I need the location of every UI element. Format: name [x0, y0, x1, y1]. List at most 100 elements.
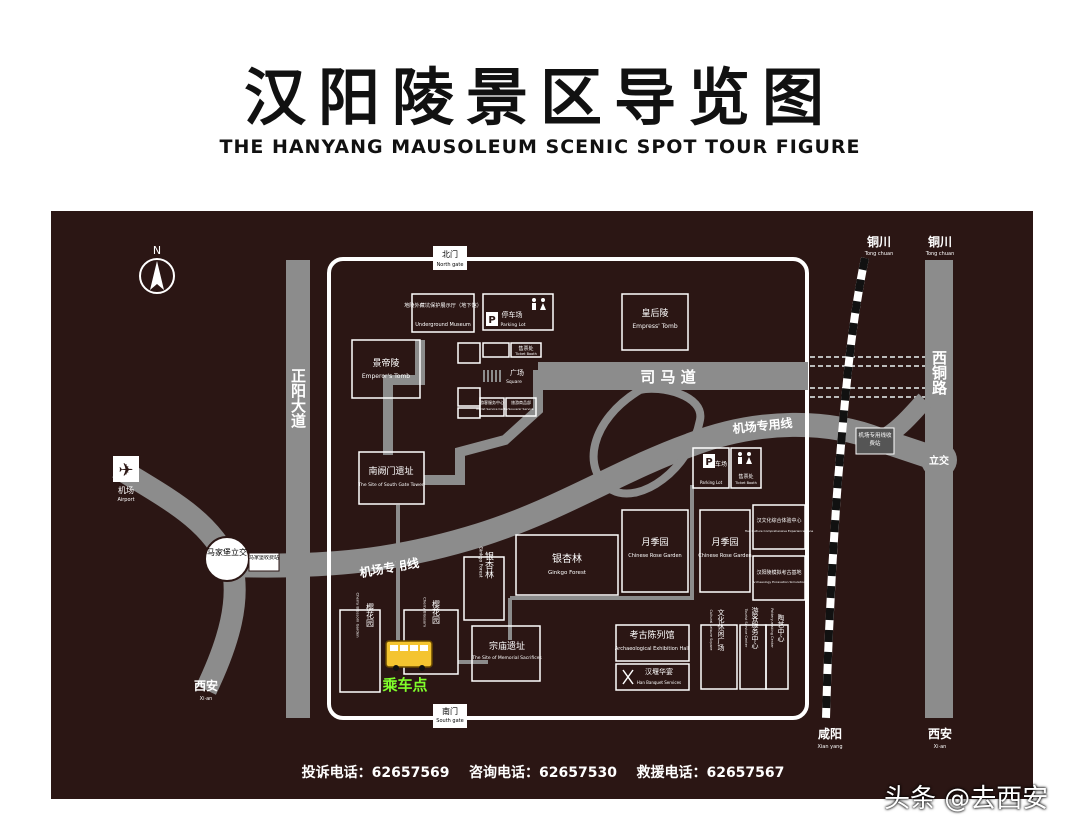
ginkgo-vertical-en: Ginkgo Forest — [478, 546, 484, 577]
railway — [822, 257, 869, 719]
svg-text:P: P — [488, 315, 495, 326]
restroom-icon — [532, 298, 546, 310]
scenic-area-boundary — [327, 257, 809, 720]
zhengyang-label: 正阳大道 — [289, 368, 307, 428]
underground-museum-cn: 地陵外藏坑保护展示厅（地下馆） — [404, 301, 482, 309]
south-gate-tower-en: The Site of South Gate Tower — [357, 482, 424, 488]
pottery-en: Pottery-making Center — [770, 608, 774, 648]
underground-museum-en: Underground Museum — [415, 322, 471, 328]
rose1-en: Chinese Rose Garden — [628, 553, 681, 559]
airport-expressway — [229, 412, 944, 578]
ticket1-en: Ticket Booth — [514, 352, 537, 356]
xianyang-cn: 咸阳 — [818, 726, 842, 741]
majiabao-cn: 马家堡立交 — [207, 548, 247, 557]
emperor-tomb-cn: 景帝陵 — [372, 357, 399, 369]
tourist-center2-en: Tourist Service Center — [744, 608, 748, 648]
svg-text:P: P — [705, 457, 712, 468]
tongchuan1-en: Tong chuan — [864, 251, 894, 257]
airport-line-label-2: 机场专用线 — [732, 415, 793, 436]
parking-icon: P — [703, 454, 715, 468]
bus-icon[interactable] — [385, 640, 433, 671]
underground-museum-box[interactable] — [411, 293, 475, 333]
ticket2-en: Ticket Booth — [734, 481, 757, 485]
banquet-en: Han Banquet Services — [637, 680, 681, 685]
airplane-icon: ✈ — [118, 460, 133, 481]
interchange-cn: 立交 — [929, 454, 949, 467]
xianyang-en: Xian yang — [817, 744, 842, 750]
parking2-en: Parking Lot — [700, 480, 723, 485]
airport-en: Airport — [117, 497, 134, 503]
emperor-tomb-en: Emperor's Tomb — [362, 373, 410, 380]
leisure-en: Cultural Leisure Square — [709, 610, 713, 651]
tongchuan1-cn: 铜川 — [867, 234, 891, 249]
rose1-cn: 月季园 — [641, 536, 668, 548]
south-gate-en: South gate — [436, 718, 463, 724]
airport-icon-box — [113, 456, 139, 482]
toll1-cn: 马家堡收费站 — [249, 555, 279, 561]
leisure-cn: 文化休闲广场 — [717, 608, 725, 652]
tourist-center2-cn: 游客服务中心 — [751, 606, 759, 649]
pottery-cn: 陶艺中心 — [777, 613, 785, 642]
ticket1-cn: 售票处 — [518, 345, 533, 352]
watermark: 头条 @去西安 — [884, 784, 1049, 814]
culture-center-cn: 汉文化综合体验中心 — [756, 517, 801, 524]
xian-right-cn: 西安 — [928, 726, 952, 741]
culture-center-en: Han Culture Comprehensive Experience Zon… — [745, 529, 814, 533]
south-gate-tower-cn: 南阙门遗址 — [368, 465, 413, 477]
parking1-en: Parking Lot — [500, 322, 525, 328]
cherry1-en: Cherry Blossom Garden — [356, 593, 361, 639]
cherry1-cn: 樱花园 — [366, 602, 375, 628]
cherry2-cn: 樱花园 — [432, 599, 441, 625]
ticket2-cn: 售票处 — [738, 473, 753, 480]
map-title: 汉阳陵景区导览图 — [243, 61, 836, 134]
compass-icon: N — [139, 244, 175, 294]
banquet-cn: 汉堰华宴 — [645, 667, 673, 676]
empress-tomb-cn: 皇后陵 — [641, 307, 668, 319]
tongchuan2-en: Tong chuan — [925, 251, 955, 257]
south-gate-cn: 南门 — [442, 706, 458, 716]
fork-knife-icon — [622, 669, 634, 685]
square-cn: 广场 — [510, 368, 524, 377]
square-en: Square — [506, 379, 522, 385]
north-gate[interactable] — [433, 246, 467, 270]
tongchuan2-cn: 铜川 — [928, 234, 952, 249]
sima-road — [538, 362, 808, 390]
airport-cn: 机场 — [118, 485, 134, 495]
north-gate-cn: 北门 — [442, 249, 458, 259]
xitong-road — [925, 260, 953, 718]
north-gate-en: North gate — [437, 262, 464, 268]
exhibition-cn: 考古陈列馆 — [629, 629, 674, 641]
souvenir-cn: 旅游商品部 — [511, 399, 531, 405]
souvenir-en: Souvenir Service — [508, 407, 533, 411]
rose2-en: Chinese Rose Garden — [698, 553, 751, 559]
tourist-center-en: Tourist Service Center — [475, 407, 510, 411]
rose2-cn: 月季园 — [711, 536, 738, 548]
south-gate[interactable] — [433, 704, 467, 728]
compass-label: N — [153, 244, 161, 257]
empress-tomb-en: Empress' Tomb — [632, 323, 677, 330]
xian-left-en: Xi·an — [200, 696, 213, 702]
toll-station-1 — [248, 552, 280, 572]
archaeo-base-en: Archaeology Excavation Simulation — [753, 580, 806, 584]
zhengyang-road — [286, 260, 310, 718]
toll2-cn: 机场专用线收费站 — [858, 433, 892, 447]
restroom-icon — [738, 452, 752, 464]
phone-numbers: 投诉电话：62657569 咨询电话：62657530 救援电话：6265756… — [302, 764, 785, 781]
tourist-center-cn: 游客服务中心 — [480, 399, 504, 405]
xitong-label: 西铜路 — [930, 350, 948, 395]
ginkgo-vertical-cn: 银杏林 — [483, 550, 494, 579]
ginkgo-cn: 银杏林 — [552, 552, 582, 565]
sima-label: 司 马 道 — [640, 368, 695, 386]
xian-left-cn: 西安 — [194, 678, 218, 693]
exhibition-en: Archaeological Exhibition Hall — [615, 646, 689, 652]
cherry2-en: Cherry Blossom — [423, 597, 428, 627]
toll-station-2 — [855, 427, 895, 455]
ginkgo-en: Ginkgo Forest — [548, 570, 587, 576]
parking1-cn: 停车场 — [502, 310, 523, 319]
map-subtitle: THE HANYANG MAUSOLEUM SCENIC SPOT TOUR F… — [219, 136, 861, 158]
xian-right-en: Xi·an — [934, 744, 947, 750]
bus-stop-label: 乘车点 — [381, 676, 427, 694]
parking2-cn: 停车场 — [709, 460, 727, 468]
memorial-cn: 宗庙遗址 — [489, 640, 525, 652]
